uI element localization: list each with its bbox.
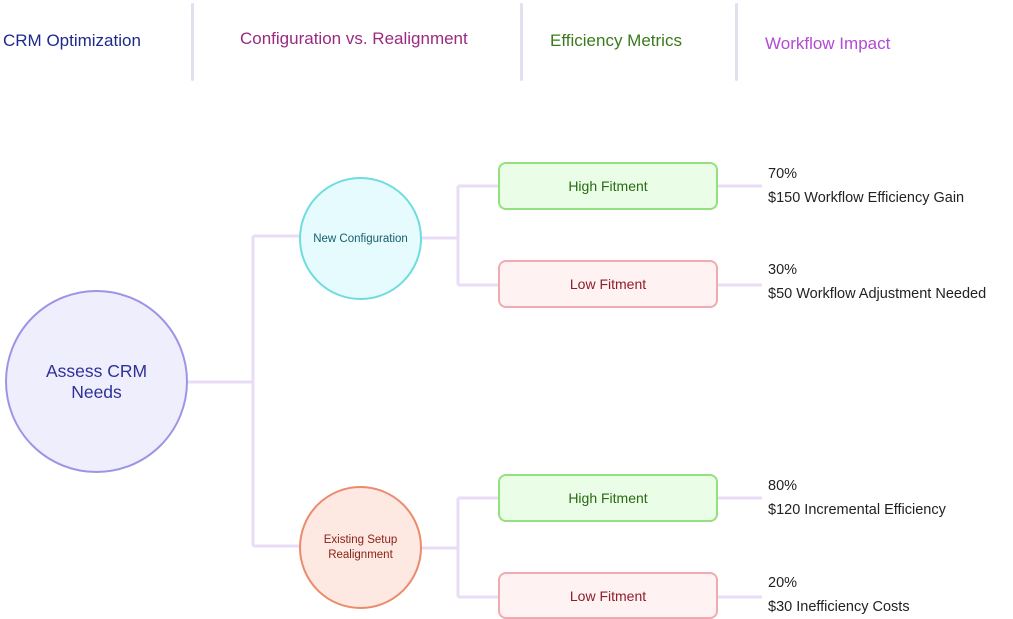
option-node-existing-setup-realignment: Existing Setup Realignment	[299, 486, 422, 609]
outcome-box-low-fitment: Low Fitment	[498, 572, 718, 619]
option-node-label: New Configuration	[313, 232, 408, 245]
outcome-probability: 30%	[768, 262, 798, 278]
outcome-metrics: 20% $30 Inefficiency Costs	[768, 571, 910, 619]
outcome-label: High Fitment	[568, 490, 648, 506]
outcome-impact: $30 Inefficiency Costs	[768, 599, 910, 615]
outcome-impact: $50 Workflow Adjustment Needed	[768, 286, 987, 302]
outcome-label: High Fitment	[568, 178, 648, 194]
outcome-probability: 70%	[768, 166, 798, 182]
outcome-label: Low Fitment	[569, 276, 647, 292]
outcome-metrics: 30% $50 Workflow Adjustment Needed	[768, 258, 986, 306]
outcome-impact: $150 Workflow Efficiency Gain	[768, 190, 965, 206]
outcome-box-high-fitment: High Fitment	[498, 162, 718, 210]
outcome-impact: $120 Incremental Efficiency	[768, 502, 946, 518]
root-node-label: Assess CRM Needs	[45, 360, 148, 402]
outcome-box-high-fitment: High Fitment	[498, 474, 718, 522]
header-crm-optimization: CRM Optimization	[3, 31, 141, 50]
outcome-metrics: 70% $150 Workflow Efficiency Gain	[768, 162, 964, 210]
header-divider	[191, 3, 194, 81]
option-node-new-configuration: New Configuration	[299, 177, 422, 300]
header-workflow-impact: Workflow Impact	[765, 34, 891, 53]
header-efficiency-metrics: Efficiency Metrics	[550, 31, 682, 50]
outcome-box-low-fitment: Low Fitment	[498, 260, 718, 308]
header-divider	[520, 3, 523, 81]
outcome-label: Low Fitment	[569, 587, 647, 604]
outcome-probability: 80%	[768, 478, 798, 494]
root-node-assess-crm-needs: Assess CRM Needs	[5, 290, 188, 473]
outcome-probability: 20%	[768, 575, 798, 591]
header-configuration-vs-realignment: Configuration vs. Realignment	[240, 29, 468, 48]
option-node-label: Existing Setup Realignment	[323, 533, 398, 561]
outcome-metrics: 80% $120 Incremental Efficiency	[768, 474, 946, 522]
header-divider	[735, 3, 738, 81]
